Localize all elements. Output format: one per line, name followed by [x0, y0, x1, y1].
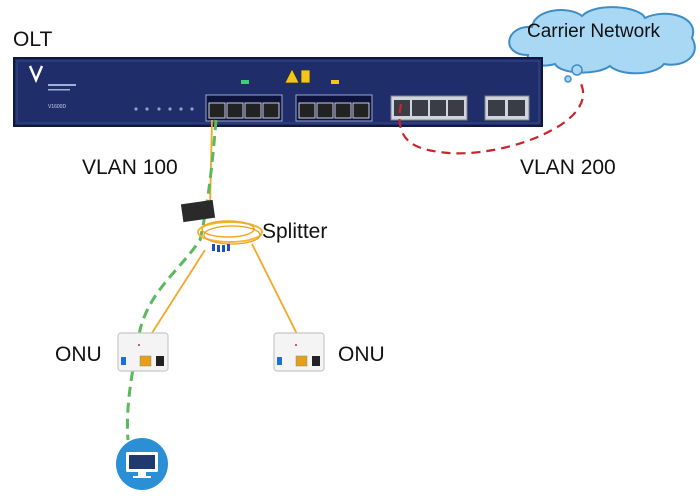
vlan100-path [125, 119, 218, 441]
onu-left-label: ONU [55, 343, 102, 366]
status-leds [134, 107, 194, 111]
onu-icon-right [273, 332, 325, 372]
fiber-links [149, 119, 299, 337]
monitor-icon [116, 438, 168, 490]
cloud-icon [508, 6, 696, 83]
vlan100-label: VLAN 100 [82, 156, 178, 179]
carrier-network-label: Carrier Network [527, 21, 661, 42]
olt-label: OLT [13, 28, 53, 51]
brand-logo-icon [28, 65, 44, 84]
splitter-label: Splitter [262, 220, 328, 243]
olt-model-label: V1600D [48, 104, 67, 110]
pon-ports-right [295, 94, 373, 122]
vlan200-label: VLAN 200 [520, 156, 616, 179]
ge-ports [390, 95, 468, 121]
onu-right-label: ONU [338, 343, 385, 366]
splitter-icon [180, 199, 263, 252]
olt-chassis [13, 57, 543, 127]
pon-ports-left [205, 94, 283, 122]
onu-icon [117, 332, 169, 372]
warning-icon [284, 68, 311, 84]
vlan200-path [398, 81, 585, 155]
management-ports [484, 95, 530, 121]
